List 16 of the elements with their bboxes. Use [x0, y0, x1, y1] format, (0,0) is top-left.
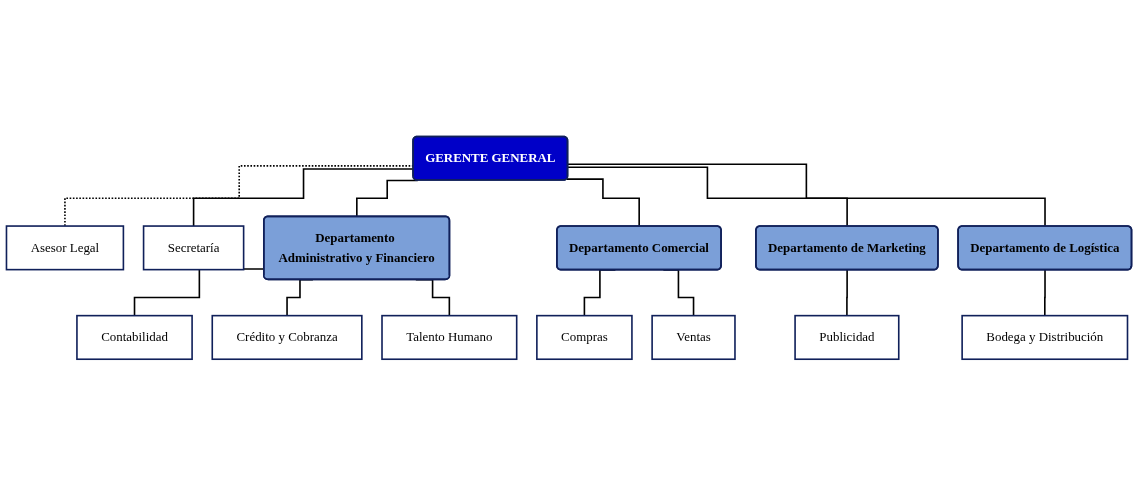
connector	[1044, 268, 1047, 317]
node-box: Asesor Legal	[5, 224, 125, 271]
node-box: Secretaría	[142, 224, 245, 271]
node-box: Compras	[536, 314, 633, 360]
node-box: Crédito y Cobranza	[211, 314, 363, 360]
node-box: Publicidad	[794, 314, 900, 360]
node-box: Talento Humano	[381, 314, 518, 360]
node-box: Contabilidad	[76, 314, 193, 360]
connector	[566, 177, 641, 227]
connector	[415, 278, 451, 317]
connector	[286, 278, 314, 317]
connector	[567, 163, 1047, 227]
node-box: Bodega y Distribución	[961, 314, 1129, 360]
node-box: Ventas	[651, 314, 736, 360]
connector	[567, 166, 849, 227]
connector	[846, 268, 849, 317]
